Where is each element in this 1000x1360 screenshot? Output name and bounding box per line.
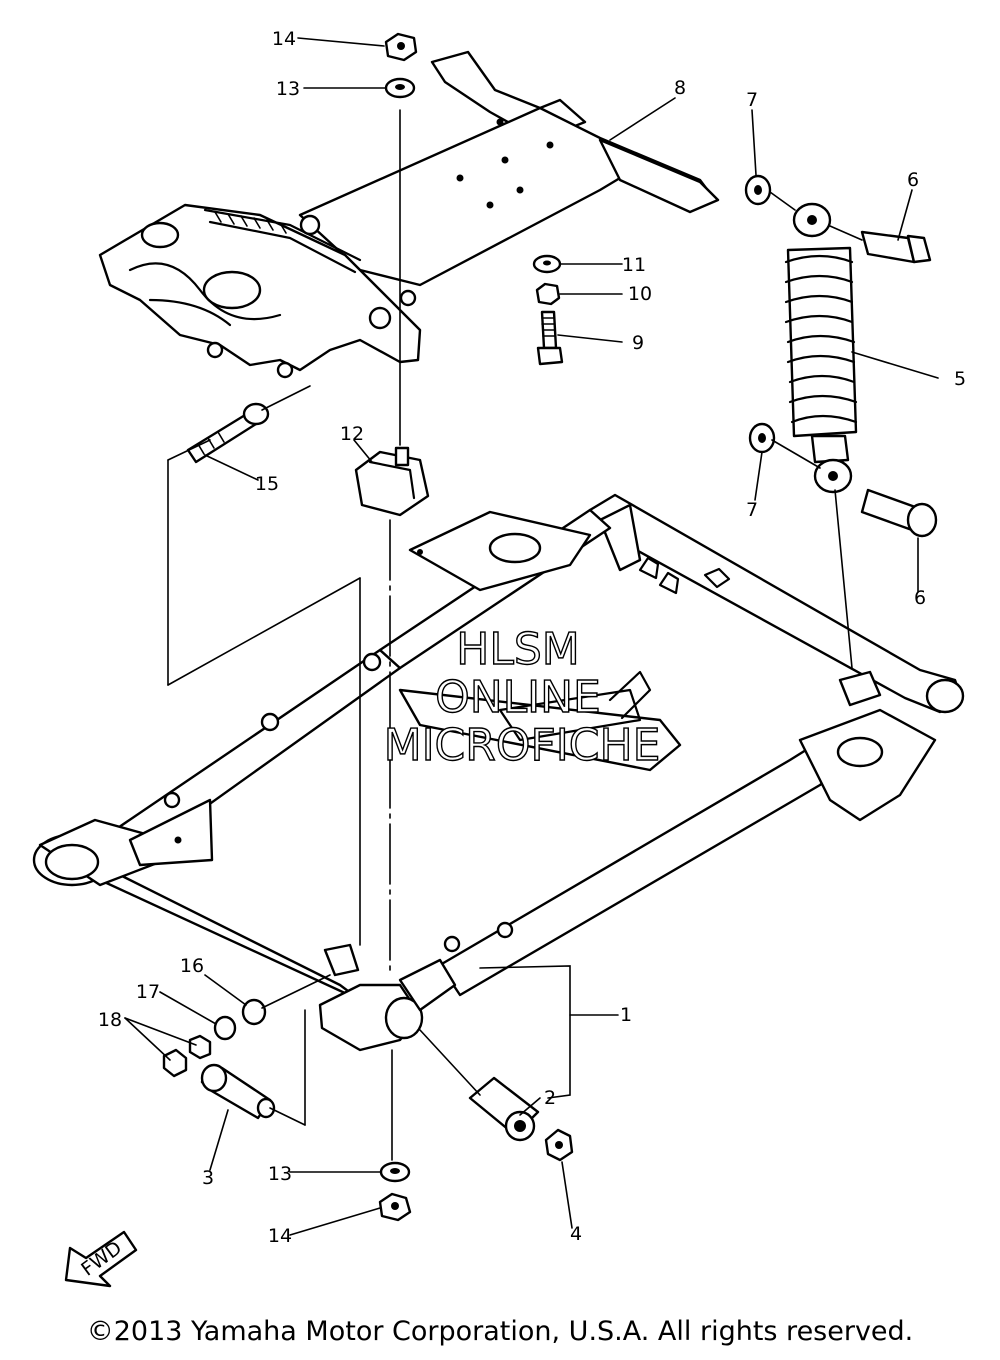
callout-18: 18	[98, 1009, 122, 1031]
leader-lines	[124, 37, 939, 1236]
nut-10	[535, 282, 561, 306]
callout-14-bottom: 14	[268, 1225, 292, 1247]
nut-4	[544, 1128, 574, 1162]
engine-bed-frame	[98, 50, 720, 379]
watermark: HLSM ONLINE MICROFICHE	[383, 623, 661, 771]
collar-7-lower	[748, 422, 776, 454]
callout-16: 16	[180, 955, 204, 977]
washer-13-bottom	[379, 1161, 411, 1183]
callout-17: 17	[136, 981, 160, 1003]
bushing-2	[468, 1076, 540, 1142]
shock-absorber-5	[784, 202, 858, 494]
bolt-6-lower	[860, 488, 938, 538]
callout-6-bottom: 6	[914, 587, 926, 609]
callout-7-top: 7	[746, 89, 758, 111]
callout-1: 1	[620, 1004, 632, 1026]
callout-7-bottom: 7	[746, 499, 758, 521]
engine-mount-12	[354, 446, 430, 517]
callout-14-top: 14	[272, 28, 296, 50]
callout-6-top: 6	[907, 169, 919, 191]
callout-13-top: 13	[276, 78, 300, 100]
callout-10: 10	[628, 283, 652, 305]
collar-7-upper	[744, 174, 772, 206]
callout-3: 3	[202, 1167, 214, 1189]
callout-15: 15	[255, 473, 279, 495]
callout-12: 12	[340, 423, 364, 445]
bolt-15	[186, 402, 270, 464]
watermark-line2: ONLINE	[435, 672, 601, 723]
nut-14-bottom	[378, 1192, 412, 1222]
callout-11: 11	[622, 254, 646, 276]
shaft-3	[200, 1063, 276, 1120]
callout-4: 4	[570, 1223, 582, 1245]
assembly-lines	[167, 109, 863, 1161]
collar-16	[241, 998, 267, 1026]
main-frame-assembly	[32, 493, 965, 1052]
callout-13-bottom: 13	[268, 1163, 292, 1185]
washer-13-top	[384, 77, 416, 99]
nut-14-top	[384, 32, 418, 62]
nut-18-a	[188, 1034, 212, 1060]
nut-18-b	[162, 1048, 188, 1078]
watermark-line1: HLSM	[456, 624, 580, 675]
copyright-notice: ©2013 Yamaha Motor Corporation, U.S.A. A…	[86, 1316, 914, 1347]
callout-9: 9	[632, 332, 644, 354]
fwd-arrow-icon: FWD	[64, 1230, 138, 1288]
exploded-view-drawing: HLSM ONLINE MICROFICHE FWD 14 13 8 7 6 1…	[32, 28, 966, 1288]
watermark-line3: MICROFICHE	[384, 720, 661, 771]
bolt-9	[536, 310, 564, 366]
callout-2: 2	[544, 1087, 556, 1109]
callout-5: 5	[954, 368, 966, 390]
washer-17	[213, 1015, 237, 1041]
callout-numbers: 14 13 8 7 6 11 10 9 5 12 15 7 6 16 17 18…	[98, 28, 966, 1247]
callout-8: 8	[674, 77, 686, 99]
washer-11	[532, 254, 562, 274]
bolt-6-upper	[860, 230, 932, 264]
